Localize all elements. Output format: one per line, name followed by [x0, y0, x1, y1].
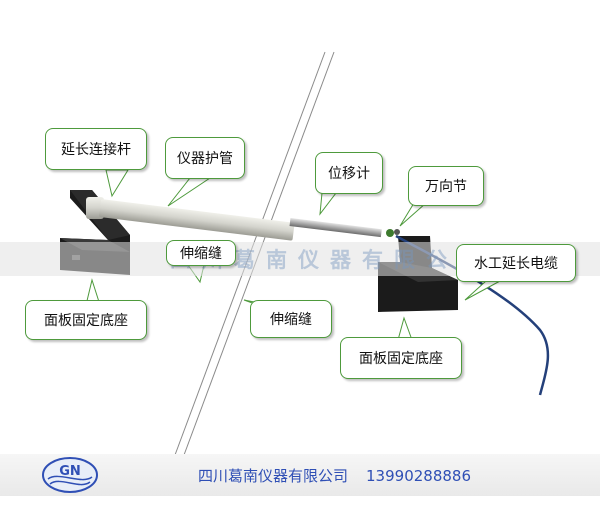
label-expansion-joint-upper: 伸缩缝 — [166, 240, 236, 266]
logo-letters: GN — [59, 464, 81, 479]
label-extension-rod: 延长连接杆 — [45, 128, 147, 170]
footer-contact: 四川葛南仪器有限公司 13990288886 — [198, 465, 471, 486]
label-expansion-joint-lower: 伸缩缝 — [250, 300, 332, 338]
label-instrument-tube: 仪器护管 — [165, 137, 245, 179]
company-logo: GN — [42, 457, 98, 493]
label-displacement-meter: 位移计 — [315, 152, 383, 194]
displacement-rod — [289, 218, 382, 238]
instrument-protective-tube — [99, 199, 295, 241]
label-base-right: 面板固定底座 — [340, 337, 462, 379]
label-underwater-cable: 水工延长电缆 — [456, 244, 576, 282]
label-base-left: 面板固定底座 — [25, 300, 147, 340]
footer-phone: 13990288886 — [366, 467, 471, 485]
footer-bar — [0, 454, 600, 496]
footer-company-name: 四川葛南仪器有限公司 — [198, 467, 349, 485]
label-universal-joint: 万向节 — [408, 166, 484, 206]
universal-joint — [386, 229, 400, 237]
